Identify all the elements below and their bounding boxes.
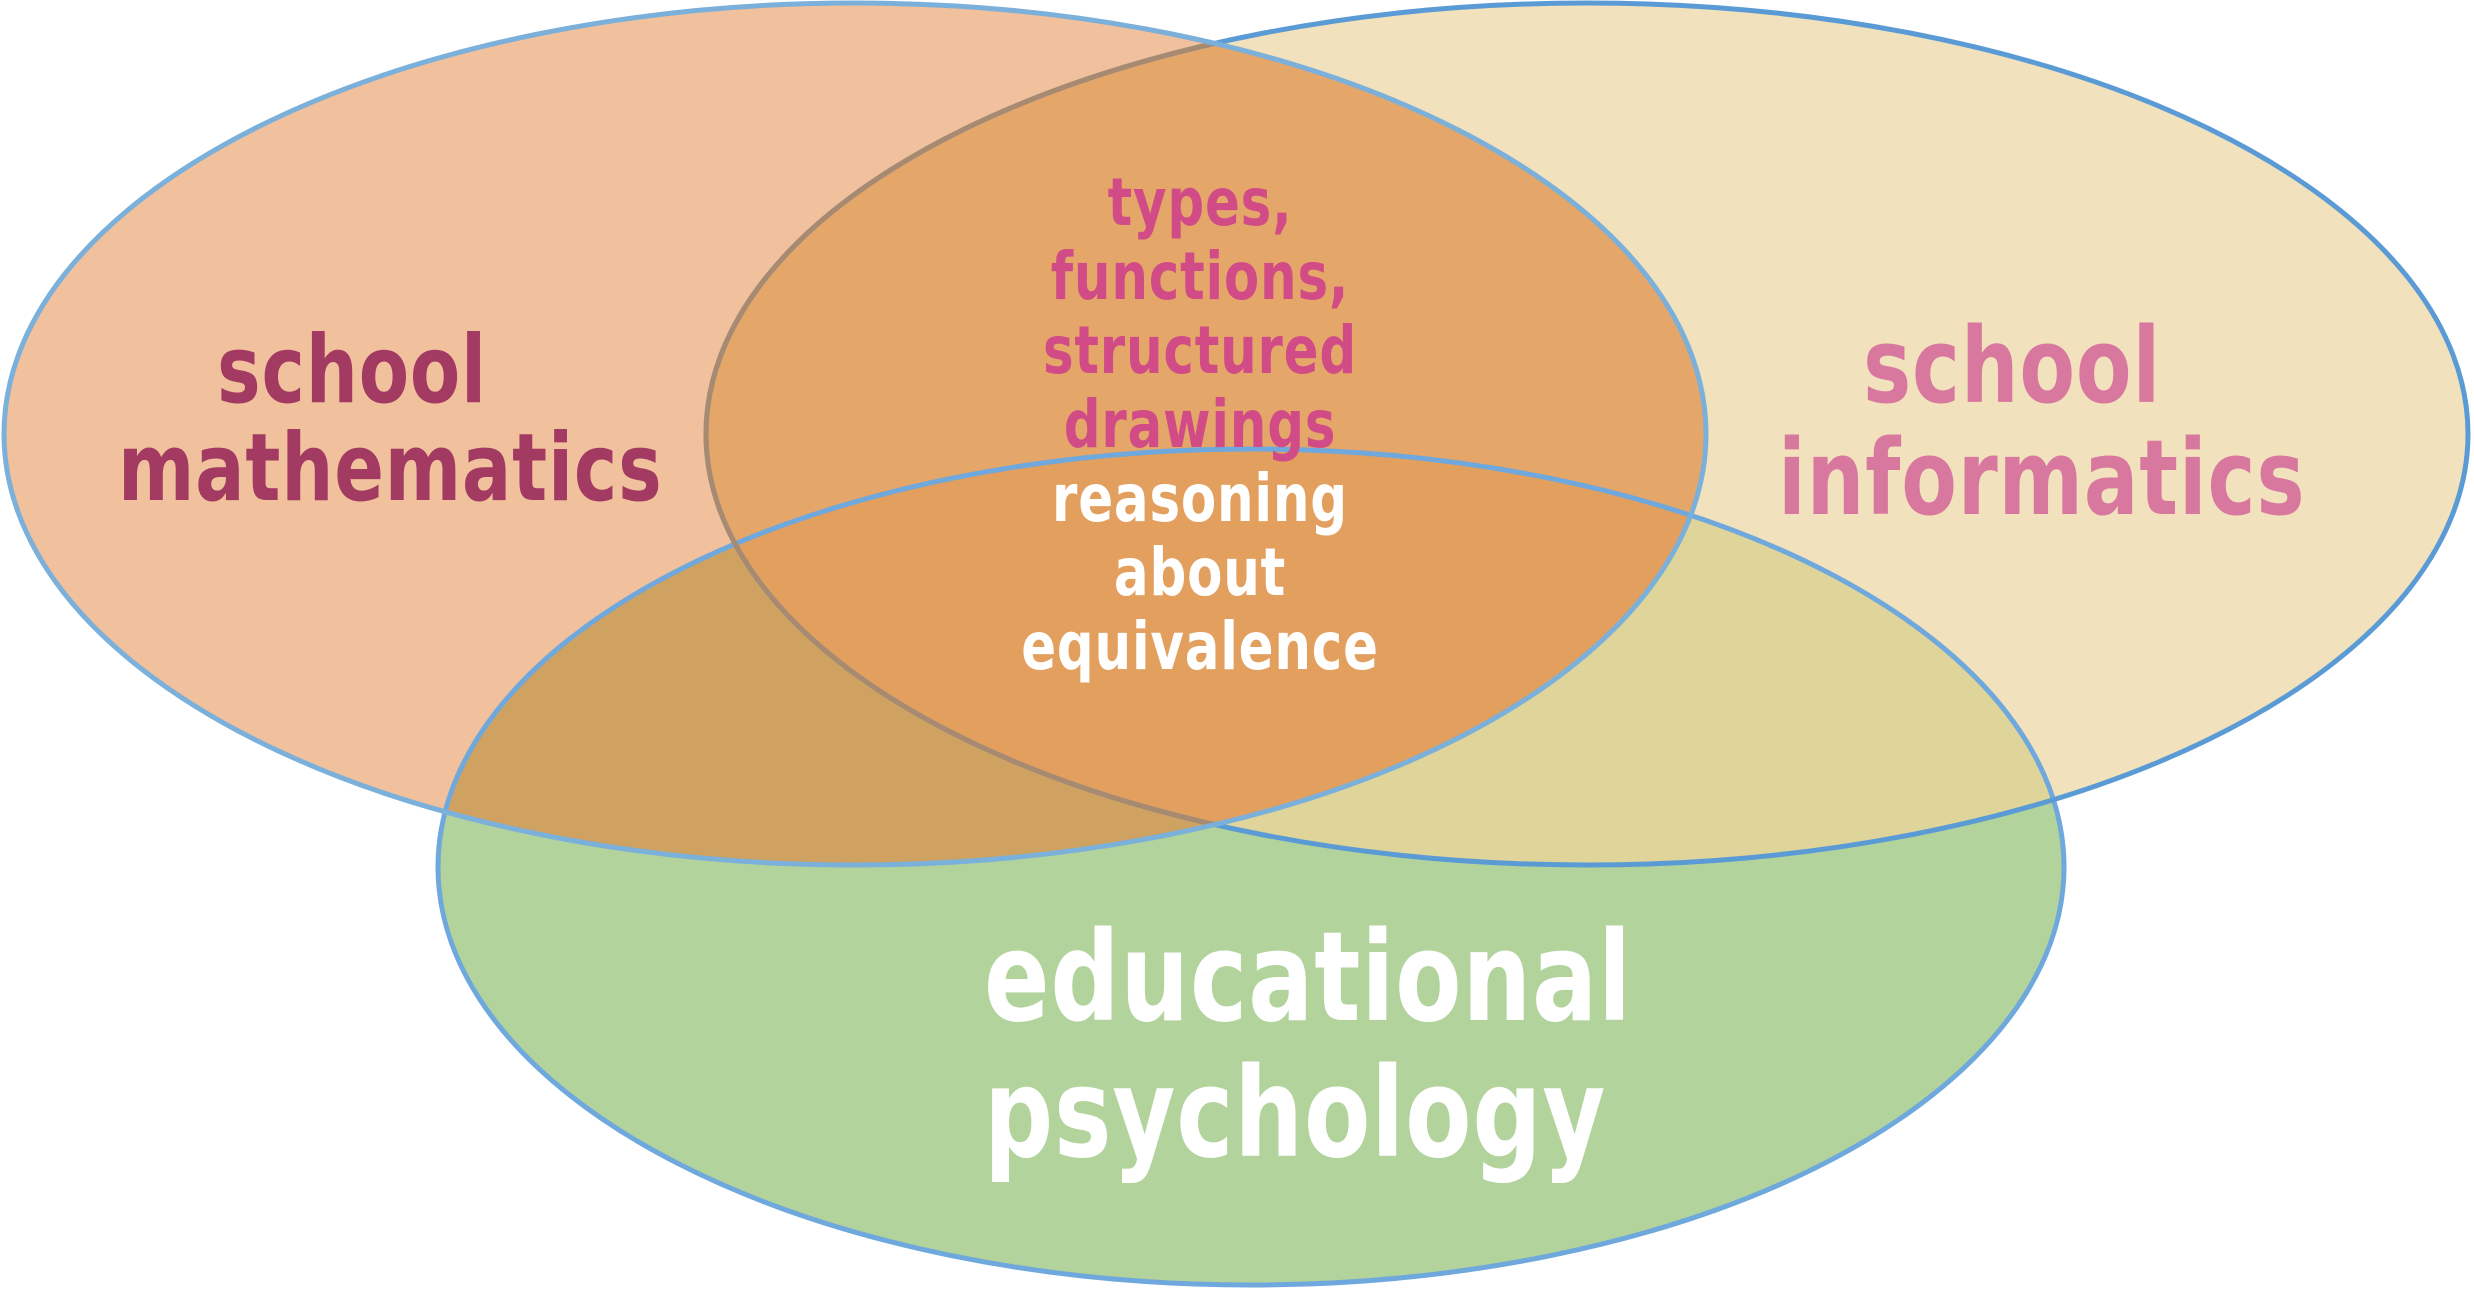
math-informatics-item: functions, [1050, 238, 1350, 315]
label-line: mathematics [118, 414, 663, 523]
all-three-item: equivalence [1021, 608, 1379, 685]
intersection-label: types, functions, structured drawings re… [1005, 166, 1395, 684]
math-informatics-item: drawings [1063, 386, 1337, 463]
psychology-outline [435, 446, 2067, 1288]
label-line: school [1862, 305, 2162, 427]
all-three-item: about [1113, 534, 1287, 611]
all-three-item: reasoning [1052, 460, 1348, 537]
label-line: educational [984, 906, 1632, 1050]
math-informatics-item: types, [1107, 164, 1293, 241]
educational-psychology-label: educational psychology [984, 906, 1632, 1186]
informatics-outline-under-math [703, 3, 1706, 865]
label-line: informatics [1778, 417, 2306, 539]
label-line: school [217, 316, 487, 425]
label-line: psychology [984, 1042, 1607, 1186]
school-informatics-label: school informatics [1778, 305, 2306, 539]
all-three-overlap [706, 449, 1706, 865]
mathematics-outline [1, 0, 1709, 868]
math-informatics-item: structured [1042, 312, 1358, 389]
school-mathematics-label: school mathematics [118, 316, 663, 523]
